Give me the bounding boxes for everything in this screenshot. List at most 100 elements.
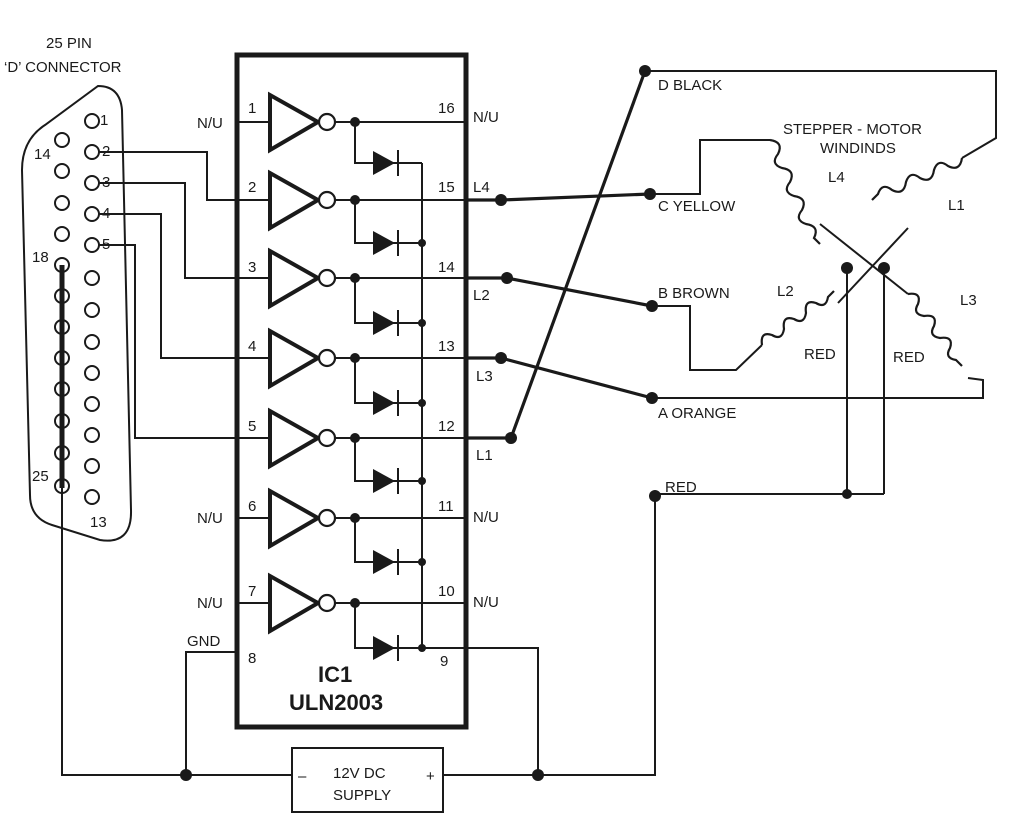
connector-title-line2: ‘D’ CONNECTOR [4,59,122,76]
junction-dot [350,195,360,205]
ic-pin-number-9: 9 [440,653,448,670]
connector-pin [84,237,100,253]
ic-uln2003: 1 2 3 4 5 6 7 8 16 15 14 13 12 11 10 9 I… [234,52,469,730]
inverter-bubble [317,268,337,288]
junction-dot [418,644,426,652]
diode-lead [354,122,422,164]
junction-dot [350,353,360,363]
winding-red-label-left: RED [804,346,836,363]
wire-ic-gnd [185,651,237,775]
connector-pin-label-13: 13 [90,514,107,531]
coil-l3 [907,292,963,367]
connector-pin [54,132,70,148]
ic-pin-number-11: 11 [438,498,454,515]
supply-minus-label: – [298,768,307,785]
connector-pins-bottom-row [54,132,70,494]
connector-title-line1: 25 PIN [46,35,92,52]
winding-label-l3: L3 [960,292,977,309]
wire-label-common-red: RED [665,479,697,496]
diode-symbol [373,636,395,660]
stepper-motor: STEPPER - MOTOR WINDINDS D BLACK C YELLO… [639,65,997,499]
ic-clamp-diodes [350,117,466,661]
supply-voltage-label: 12V DC [333,765,386,782]
wire-c-to-l4 [650,139,770,195]
coil-l2 [760,290,835,346]
ic-pin-number-4: 4 [248,338,256,355]
inverter-bubble [317,348,337,368]
junction-dot [418,558,426,566]
wire-supply-to-red [538,496,656,776]
wire-label-b-brown: B BROWN [658,285,730,302]
diode-symbol [373,469,395,493]
supply-plus-label: + [426,768,435,785]
diode-symbol [373,151,395,175]
connector-pin [84,302,100,318]
junction-dot [350,273,360,283]
connector-pin-label-14: 14 [34,146,51,163]
connector-pin [84,334,100,350]
junction-dot [350,433,360,443]
inverter-bubble [317,593,337,613]
connector-pin [84,489,100,505]
power-supply: – + 12V DC SUPPLY [291,747,444,813]
ic-pin-number-13: 13 [438,338,455,355]
ic-to-motor-wires [443,70,661,781]
buffer-gate [268,572,323,635]
wire-label-c-yellow: C YELLOW [658,198,736,215]
connector-pin-label-18: 18 [32,249,49,266]
inverter-bubble [317,112,337,132]
ic-label-n-u-pin1: N/U [197,115,223,132]
ic-label-l2: L2 [473,287,490,304]
ic-label-n-u-pin11: N/U [473,509,499,526]
wire-l4-to-yellow [500,192,651,202]
inverter-bubble [317,190,337,210]
wire-l2-to-brown [506,276,653,308]
connector-pin [84,427,100,443]
winding-label-l1: L1 [948,197,965,214]
ic-pin-number-12: 12 [438,418,455,435]
ic-pin-number-1: 1 [248,100,256,117]
wire-label-d-black: D BLACK [658,77,722,94]
wire-ground-to-supply [61,488,292,776]
wire-pin3 [99,182,237,279]
ic-body [234,52,469,730]
ic-label-n-u-pin7: N/U [197,595,223,612]
diode-lead [354,278,422,324]
connector-pin [84,144,100,160]
ic-label-l1: L1 [476,447,493,464]
junction-dot [649,490,661,502]
ic-pin-number-8: 8 [248,650,256,667]
buffer-gate [268,327,323,390]
buffer-gate [268,407,323,470]
wire-l1-to-black [509,70,647,439]
ic-pin-number-5: 5 [248,418,256,435]
center-tap-l4-l3 [819,223,909,295]
connector-pin [84,206,100,222]
diode-symbol [373,231,395,255]
d-connector: 25 PIN ‘D’ CONNECTOR [4,35,133,542]
connector-pin [84,458,100,474]
ic-buffers [268,91,337,635]
ic-pin-number-14: 14 [438,259,455,276]
wire-pin4 [99,213,237,359]
motor-title-line1: STEPPER - MOTOR [783,121,922,138]
wire-label-a-orange: A ORANGE [658,405,736,422]
diode-lead [354,438,422,482]
ic-pin-number-2: 2 [248,179,256,196]
ic-pin-number-7: 7 [248,583,256,600]
center-tap-l2-l1 [837,227,909,304]
coil-l4 [769,138,821,245]
ic-label-n-u-pin16: N/U [473,109,499,126]
winding-label-l2: L2 [777,283,794,300]
buffer-gate [268,91,323,154]
wire-pin9-to-supply [466,647,539,775]
ic-label-n-u-pin6: N/U [197,510,223,527]
ic-label-n-u-pin10: N/U [473,594,499,611]
supply-name-label: SUPPLY [333,787,391,804]
ic-part-number: ULN2003 [289,690,383,715]
wire-b-to-l2 [652,305,763,371]
connector-shell [20,84,133,542]
junction-dot [350,117,360,127]
junction-dot [350,598,360,608]
